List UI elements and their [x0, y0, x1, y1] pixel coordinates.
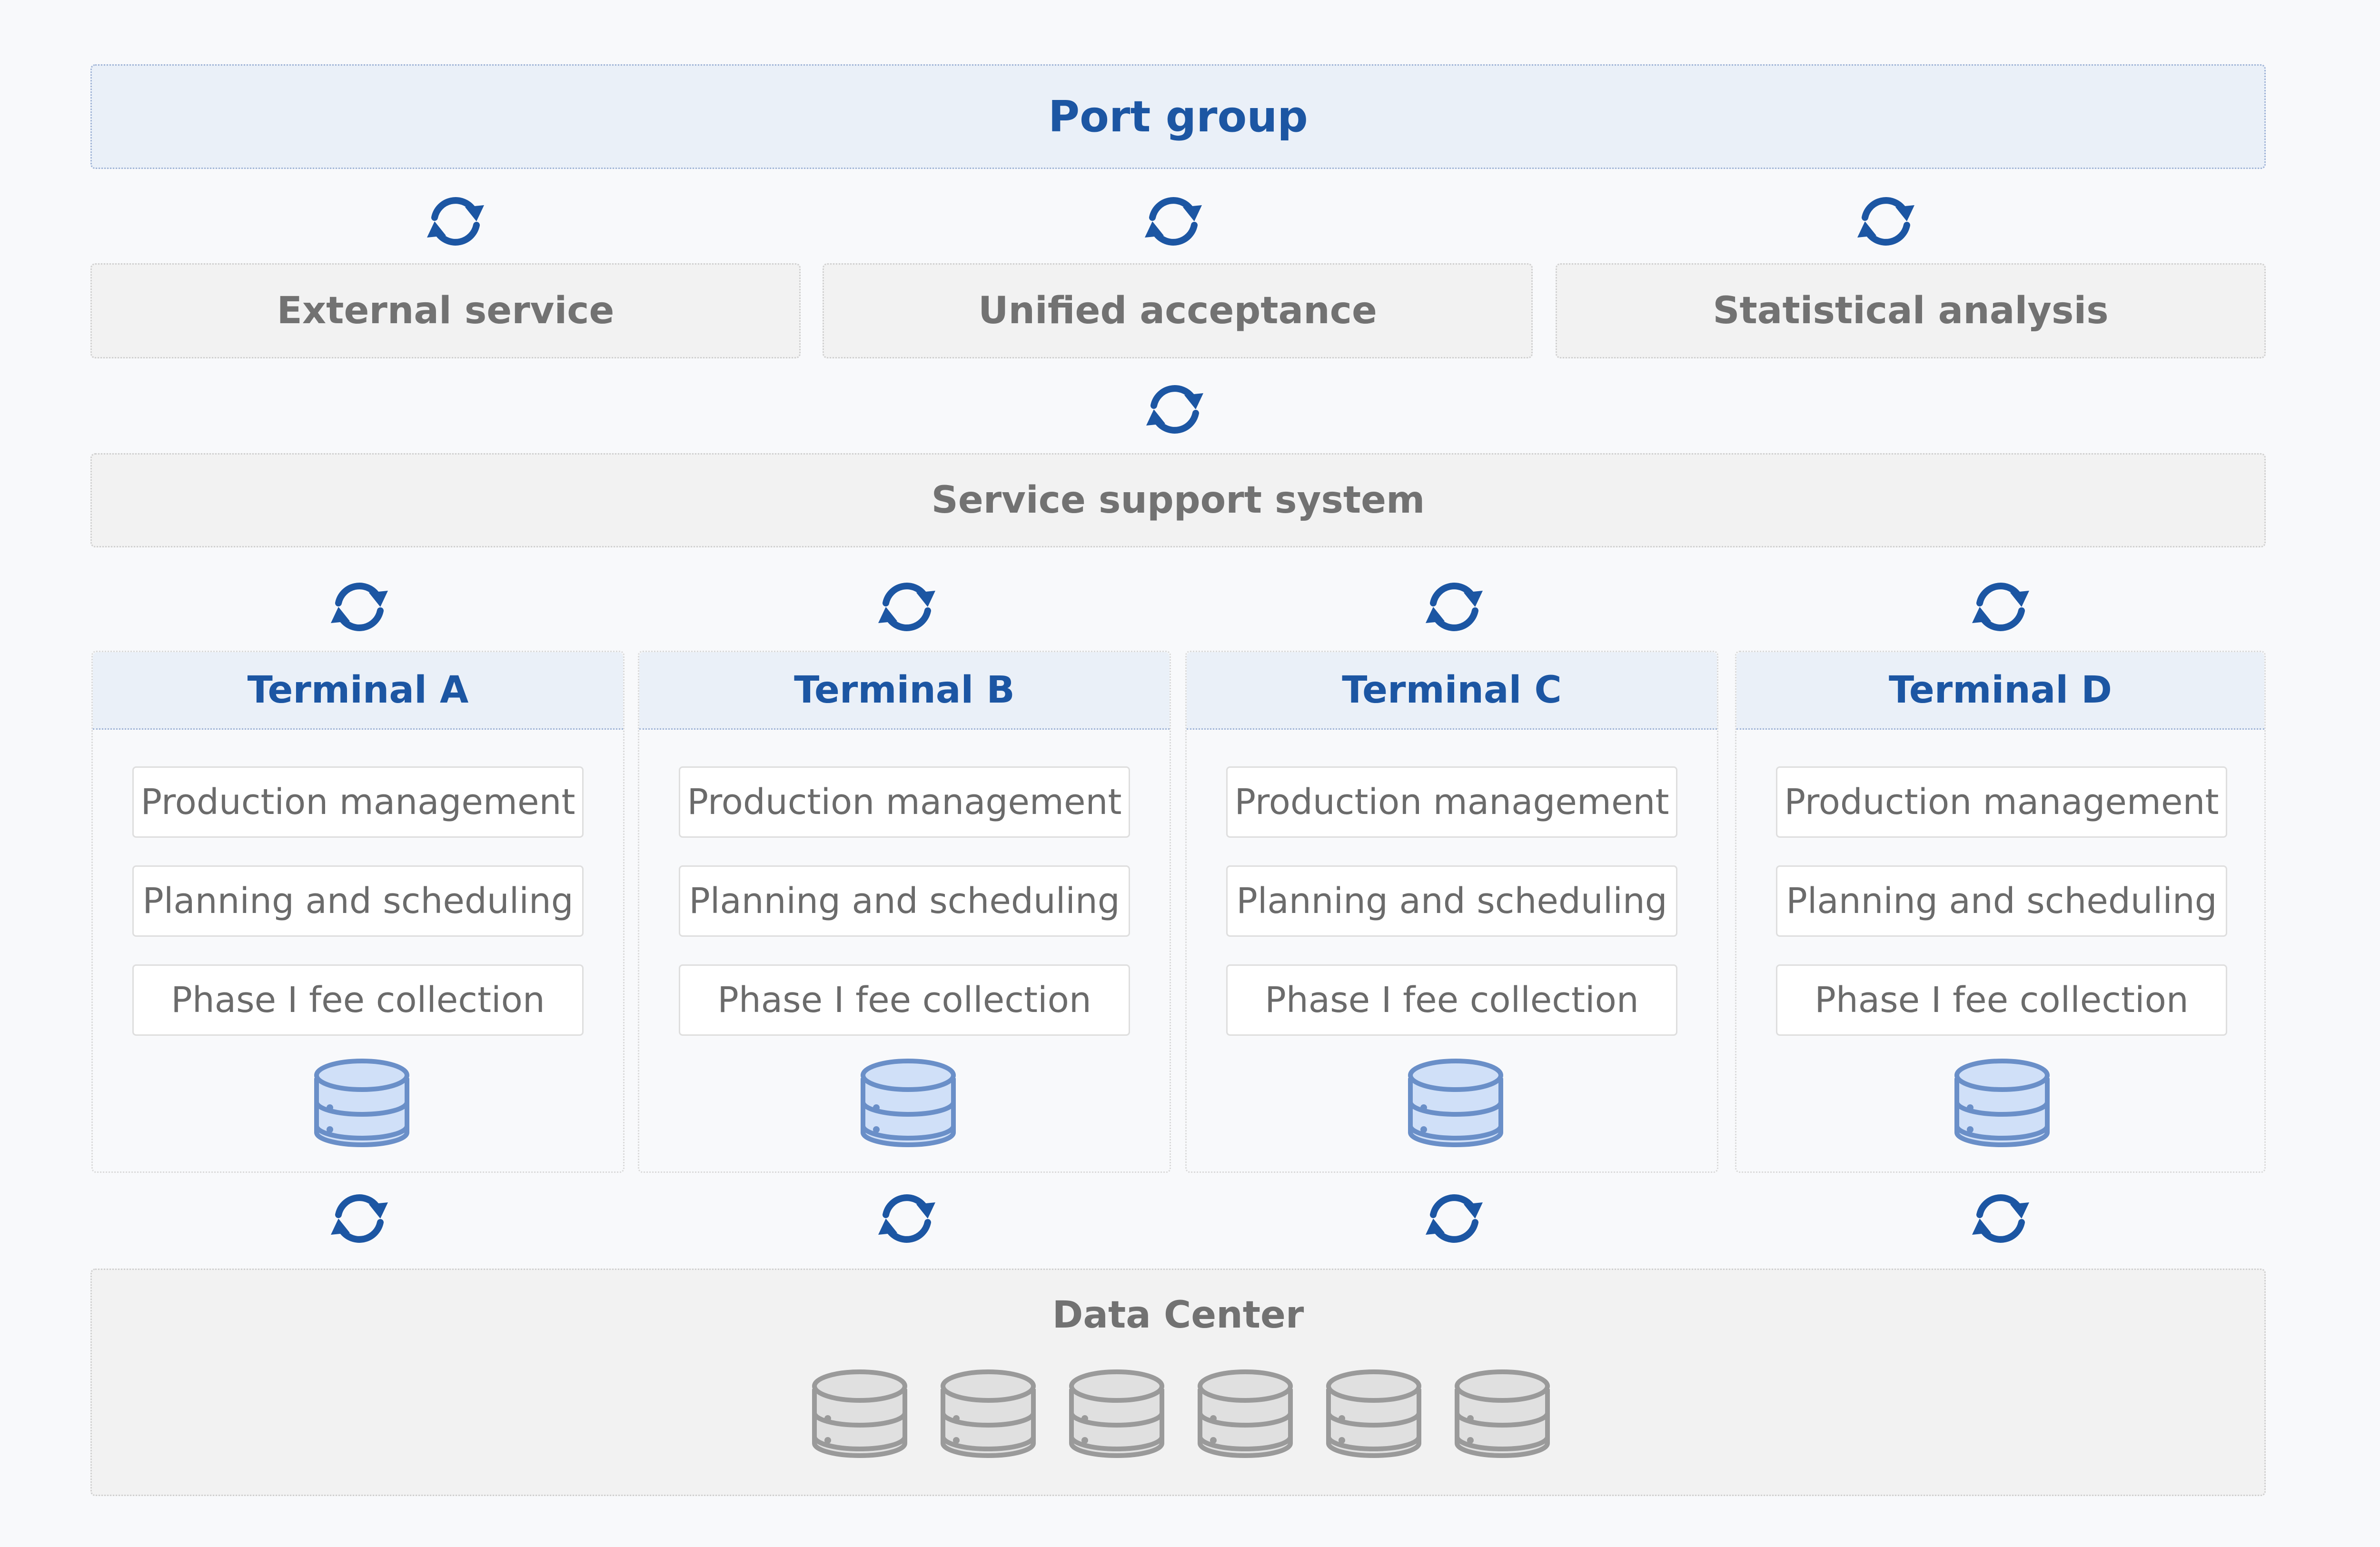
data-center: Data Center	[90, 1269, 2266, 1496]
module-label: Phase I fee collection	[717, 980, 1091, 1021]
module-label: Phase I fee collection	[1265, 980, 1639, 1021]
sync-arrows-icon	[422, 188, 489, 255]
module-production-management: Production management	[1226, 766, 1677, 838]
service-statistical-analysis-label: Statistical analysis	[1713, 289, 2109, 332]
service-support-system: Service support system	[90, 453, 2266, 547]
service-support-system-label: Service support system	[931, 479, 1425, 522]
terminal-panel-c: Terminal C Production management Plannin…	[1185, 651, 1718, 1173]
sync-arrows-icon	[326, 574, 393, 640]
module-label: Production management	[1234, 782, 1669, 823]
database-icon	[1068, 1365, 1166, 1458]
module-planning-scheduling: Planning and scheduling	[679, 865, 1130, 937]
module-label: Production management	[140, 782, 575, 823]
module-production-management: Production management	[679, 766, 1130, 838]
module-production-management: Production management	[1776, 766, 2227, 838]
sync-arrows-icon	[1853, 188, 1919, 255]
sync-arrows-icon	[873, 1185, 940, 1252]
module-label: Planning and scheduling	[1236, 881, 1667, 922]
sync-arrows-icon	[1967, 574, 2034, 640]
terminal-header: Terminal B	[639, 652, 1170, 730]
module-planning-scheduling: Planning and scheduling	[1226, 865, 1677, 937]
sync-arrows-icon	[1140, 188, 1207, 255]
service-statistical-analysis: Statistical analysis	[1556, 263, 2266, 358]
service-external: External service	[90, 263, 801, 358]
terminal-name: Terminal D	[1888, 669, 2112, 712]
service-unified-acceptance-label: Unified acceptance	[978, 289, 1377, 332]
service-external-label: External service	[277, 289, 615, 332]
database-icon	[1407, 1054, 1505, 1148]
module-label: Phase I fee collection	[171, 980, 545, 1021]
database-icon	[313, 1054, 411, 1148]
module-production-management: Production management	[132, 766, 584, 838]
port-group-title: Port group	[1048, 91, 1308, 142]
database-icon	[1325, 1365, 1423, 1458]
module-fee-collection: Phase I fee collection	[1226, 964, 1677, 1036]
module-label: Planning and scheduling	[142, 881, 574, 922]
module-fee-collection: Phase I fee collection	[679, 964, 1130, 1036]
database-icon	[859, 1054, 957, 1148]
terminal-panel-b: Terminal B Production management Plannin…	[638, 651, 1171, 1173]
service-unified-acceptance: Unified acceptance	[823, 263, 1533, 358]
terminal-header: Terminal C	[1187, 652, 1717, 730]
sync-arrows-icon	[1967, 1185, 2034, 1252]
module-planning-scheduling: Planning and scheduling	[132, 865, 584, 937]
terminal-panel-d: Terminal D Production management Plannin…	[1735, 651, 2266, 1173]
sync-arrows-icon	[1421, 574, 1488, 640]
database-icon	[939, 1365, 1037, 1458]
module-label: Planning and scheduling	[1786, 881, 2217, 922]
module-planning-scheduling: Planning and scheduling	[1776, 865, 2227, 937]
sync-arrows-icon	[1141, 376, 1208, 443]
database-icon	[1953, 1054, 2051, 1148]
database-icon	[811, 1365, 909, 1458]
module-label: Production management	[687, 782, 1122, 823]
data-center-databases	[811, 1365, 1553, 1460]
terminal-name: Terminal C	[1342, 669, 1562, 712]
module-fee-collection: Phase I fee collection	[1776, 964, 2227, 1036]
port-group-header: Port group	[90, 64, 2266, 169]
terminal-panel-a: Terminal A Production management Plannin…	[91, 651, 625, 1173]
sync-arrows-icon	[326, 1185, 393, 1252]
database-icon	[1453, 1365, 1551, 1458]
sync-arrows-icon	[1421, 1185, 1488, 1252]
terminal-header: Terminal D	[1736, 652, 2264, 730]
data-center-label: Data Center	[1052, 1294, 1304, 1337]
module-fee-collection: Phase I fee collection	[132, 964, 584, 1036]
module-label: Production management	[1784, 782, 2219, 823]
data-center-title: Data Center	[92, 1289, 2264, 1341]
terminal-name: Terminal A	[247, 669, 469, 712]
terminal-name: Terminal B	[794, 669, 1015, 712]
sync-arrows-icon	[873, 574, 940, 640]
module-label: Planning and scheduling	[689, 881, 1120, 922]
terminal-header: Terminal A	[93, 652, 623, 730]
database-icon	[1196, 1365, 1294, 1458]
module-label: Phase I fee collection	[1815, 980, 2189, 1021]
